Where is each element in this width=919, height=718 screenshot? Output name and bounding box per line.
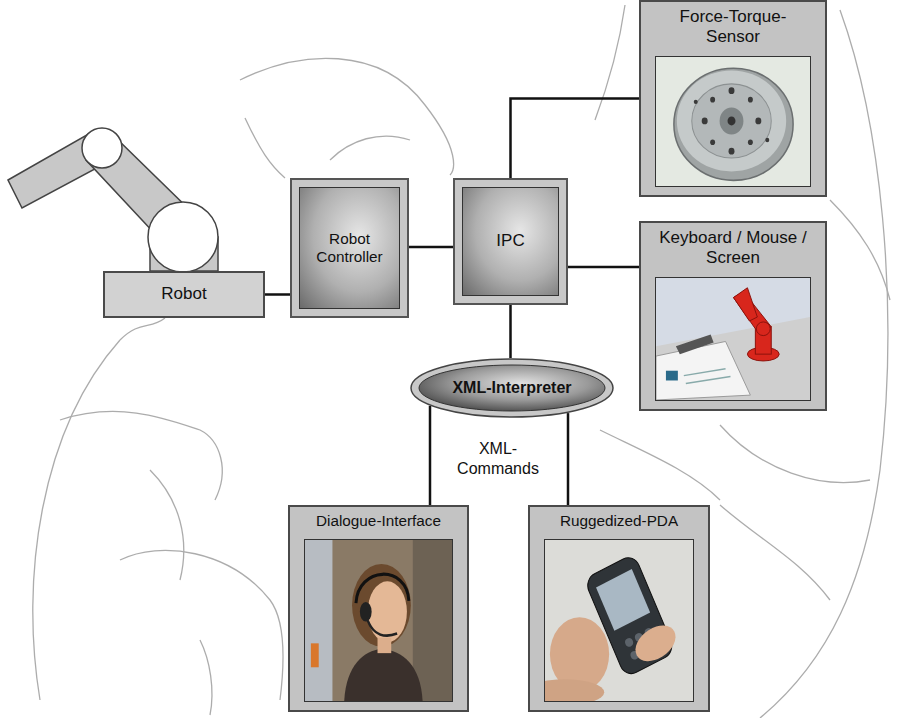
connector-line	[509, 305, 512, 358]
sketch-outline	[33, 5, 890, 718]
robot-joint	[148, 202, 218, 272]
sensor-panel: Force-Torque-Sensor	[639, 0, 827, 197]
headset-band	[356, 574, 409, 603]
interpreter-ellipse: XML-Interpreter	[410, 358, 614, 418]
scene-robot	[733, 288, 779, 361]
connector-line	[568, 266, 639, 269]
pda-photo	[544, 539, 694, 702]
ellipse-frame	[411, 359, 613, 417]
box-label: XML-Interpreter	[452, 378, 571, 397]
sketch-line	[600, 430, 720, 500]
panel-heading: Force-Torque-Sensor	[668, 7, 798, 48]
box-label: Robot Controller	[300, 230, 399, 267]
connector-line	[511, 99, 640, 179]
sensor-hole	[728, 116, 736, 125]
scene-sign	[656, 341, 750, 400]
sketch-line	[720, 505, 830, 600]
robot-arm-icon	[8, 128, 218, 272]
ellipse-face	[419, 365, 605, 411]
connector-line	[429, 406, 432, 505]
photo-object	[311, 643, 319, 667]
unit-face: Robot Controller	[299, 187, 400, 309]
operator-photo	[304, 539, 453, 702]
photo-wall	[305, 540, 332, 701]
scene-logo	[666, 371, 678, 381]
sketch-line	[595, 5, 625, 120]
interface-panel: Dialogue-Interface	[288, 505, 469, 712]
pda-screen	[596, 569, 650, 631]
operator-hair	[352, 564, 411, 647]
hand	[544, 679, 604, 702]
sketch-line	[60, 411, 222, 500]
sensor-face	[677, 70, 786, 171]
computer-box: IPC	[453, 178, 568, 305]
interface-panel: Ruggedized-PDA	[528, 505, 710, 712]
scene-sign-lines	[684, 369, 731, 384]
box-label: IPC	[492, 231, 528, 251]
sketch-line	[150, 470, 184, 580]
unit-face: IPC	[462, 187, 559, 296]
sketch-line	[245, 118, 285, 178]
sketch-line	[330, 136, 410, 160]
operator-neck	[378, 638, 392, 653]
interface-panel: Keyboard / Mouse / Screen	[639, 221, 827, 411]
photo-ground	[656, 57, 810, 186]
sketch-line	[120, 550, 283, 700]
photo-ground	[305, 540, 452, 701]
screen-photo	[655, 277, 811, 401]
connector-line	[567, 413, 570, 505]
sketch-line	[830, 200, 890, 300]
sensor-ring	[692, 84, 771, 158]
scene-floor	[656, 317, 810, 400]
photo-ground	[656, 278, 810, 400]
sensor-hub	[720, 107, 744, 134]
panel-heading: Dialogue-Interface	[291, 512, 466, 530]
sketch-line	[240, 58, 454, 175]
connector-line	[265, 293, 290, 296]
pda-device	[584, 554, 676, 678]
photo-ground	[545, 540, 693, 701]
headset-ear	[360, 602, 372, 622]
sensor-photo	[655, 56, 811, 187]
sketch-line	[720, 425, 870, 483]
robot-box: Robot	[103, 271, 265, 318]
operator-body	[344, 649, 422, 701]
headset-mic	[368, 621, 397, 636]
photo-wall	[413, 540, 452, 701]
scene-rail	[676, 335, 714, 355]
bus-label: XML-Commands	[452, 438, 544, 480]
sensor-holes	[694, 87, 770, 154]
robot-joint	[82, 128, 122, 168]
panel-heading: Keyboard / Mouse / Screen	[648, 228, 818, 269]
sketch-line	[200, 640, 212, 715]
sketch-line	[33, 340, 120, 700]
connector-line	[409, 246, 453, 249]
controller-box: Robot Controller	[290, 178, 409, 318]
sensor-rim	[674, 68, 793, 180]
pda-case	[584, 554, 676, 678]
operator-face	[368, 581, 407, 642]
panel-heading: Ruggedized-PDA	[531, 512, 707, 530]
box-label: Robot	[161, 284, 206, 304]
sketch-line	[120, 318, 165, 340]
hand	[630, 618, 681, 668]
